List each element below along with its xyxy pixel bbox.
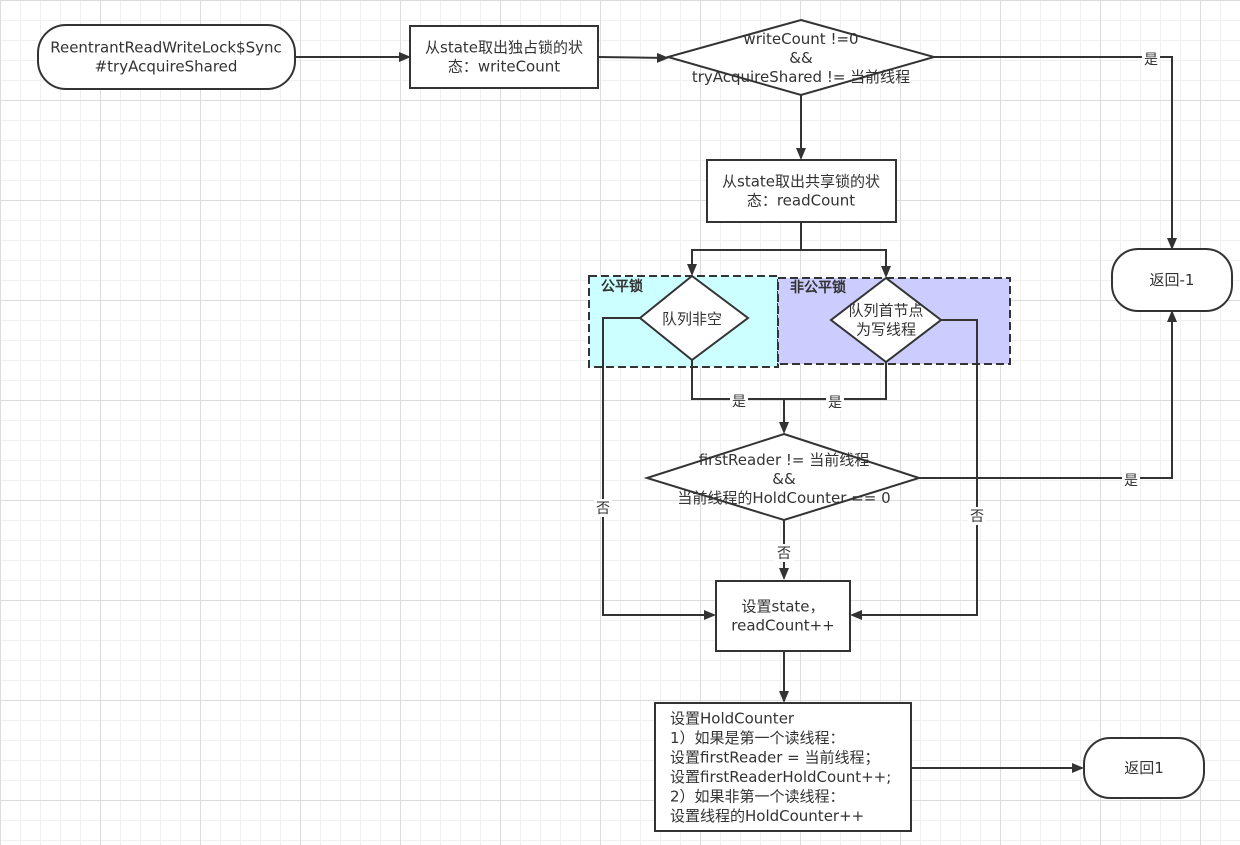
node-get-read[interactable]: 从state取出共享锁的状态：readCount	[706, 159, 897, 223]
node-head-is-writer-text: 队列首节点为写线程	[848, 302, 923, 339]
set-holdcounter-line-3: 设置firstReader = 当前线程；	[670, 748, 880, 766]
get-write-line-1: 从state取出独占锁的状	[425, 39, 583, 57]
node-set-state-text: 设置state，readCount++	[731, 598, 834, 635]
node-get-write-text: 从state取出独占锁的状态：writeCount	[425, 39, 583, 76]
set-holdcounter-line-5: 2）如果非第一个读线程：	[670, 787, 845, 805]
node-check-write-text: writeCount !=0&&tryAcquireShared != 当前线程	[692, 30, 910, 86]
node-queue-nonempty[interactable]: 队列非空	[638, 274, 750, 362]
edge-get-read-to-queue-nonempty	[687, 222, 802, 276]
nonfair-lock-label: 非公平锁	[790, 279, 846, 296]
check-write-line-3: tryAcquireShared != 当前线程	[692, 68, 910, 86]
set-holdcounter-line-4: 设置firstReaderHoldCount++;	[670, 768, 891, 786]
edge-check-reader-yes	[919, 310, 1177, 479]
node-set-holdcounter-text: 设置HoldCounter 1）如果是第一个读线程：设置firstReader =…	[670, 709, 891, 825]
head-is-writer-line-1: 队列首节点	[848, 302, 923, 320]
label-no-check-reader: 否	[777, 546, 791, 562]
node-return-neg-text: 返回-1	[1150, 271, 1195, 289]
node-set-state[interactable]: 设置state，readCount++	[715, 580, 851, 652]
edge-check-write-yes	[934, 56, 1177, 250]
node-get-write[interactable]: 从state取出独占锁的状态：writeCount	[409, 25, 599, 89]
node-start[interactable]: ReentrantReadWriteLock$Sync#tryAcquireSh…	[37, 24, 296, 90]
node-check-write[interactable]: writeCount !=0&&tryAcquireShared != 当前线程	[664, 18, 938, 97]
set-state-line-2: readCount++	[731, 617, 834, 635]
set-state-line-1: 设置state，	[742, 598, 825, 616]
return-neg-line-1: 返回-1	[1150, 271, 1195, 289]
set-holdcounter-line-2: 1）如果是第一个读线程：	[670, 729, 845, 747]
check-reader-line-3: 当前线程的HoldCounter == 0	[677, 489, 890, 507]
node-return-one[interactable]: 返回1	[1083, 737, 1205, 799]
node-check-reader-text: firstReader != 当前线程&&当前线程的HoldCounter ==…	[677, 451, 890, 507]
start-line-2: #tryAcquireShared	[95, 58, 238, 76]
check-reader-line-1: firstReader != 当前线程	[699, 451, 870, 469]
set-holdcounter-line-1: 设置HoldCounter	[670, 709, 795, 727]
node-set-holdcounter[interactable]: 设置HoldCounter 1）如果是第一个读线程：设置firstReader =…	[654, 702, 912, 832]
node-head-is-writer[interactable]: 队列首节点为写线程	[829, 276, 943, 364]
node-get-read-text: 从state取出共享锁的状态：readCount	[722, 173, 880, 210]
edge-get-read-to-head-is-writer	[801, 249, 891, 278]
edge-head-is-writer-yes	[784, 362, 887, 400]
return-one-line-1: 返回1	[1124, 759, 1164, 777]
head-is-writer-line-2: 为写线程	[856, 321, 916, 339]
edge-labels: 是 是 是 否 否 是 否	[594, 49, 1160, 562]
node-check-reader[interactable]: firstReader != 当前线程&&当前线程的HoldCounter ==…	[643, 432, 923, 522]
node-queue-nonempty-text: 队列非空	[662, 310, 722, 328]
check-reader-line-2: &&	[772, 470, 796, 488]
label-no-head-is-writer: 否	[970, 509, 984, 525]
edge-head-is-writer-no	[850, 319, 978, 620]
node-start-text: ReentrantReadWriteLock$Sync#tryAcquireSh…	[50, 39, 282, 76]
label-yes-head-is-writer: 是	[828, 395, 842, 411]
fair-lock-label: 公平锁	[601, 278, 643, 295]
label-yes-queue-nonempty: 是	[732, 394, 746, 410]
edge-queue-nonempty-no	[602, 317, 716, 620]
queue-nonempty-line-1: 队列非空	[662, 310, 722, 328]
check-write-line-2: &&	[789, 49, 813, 67]
get-read-line-1: 从state取出共享锁的状	[722, 173, 880, 191]
start-line-1: ReentrantReadWriteLock$Sync	[50, 39, 282, 57]
node-return-one-text: 返回1	[1124, 759, 1164, 777]
check-write-line-1: writeCount !=0	[743, 30, 858, 48]
get-read-line-2: 态：readCount	[747, 192, 855, 210]
get-write-line-2: 态：writeCount	[448, 58, 560, 76]
label-yes-check-write: 是	[1144, 52, 1158, 68]
label-yes-check-reader: 是	[1124, 473, 1138, 489]
edge-get-write-to-check-write	[597, 52, 669, 63]
label-no-queue-nonempty: 否	[596, 501, 610, 517]
node-return-neg[interactable]: 返回-1	[1111, 248, 1233, 312]
set-holdcounter-line-6: 设置线程的HoldCounter++	[670, 807, 864, 825]
